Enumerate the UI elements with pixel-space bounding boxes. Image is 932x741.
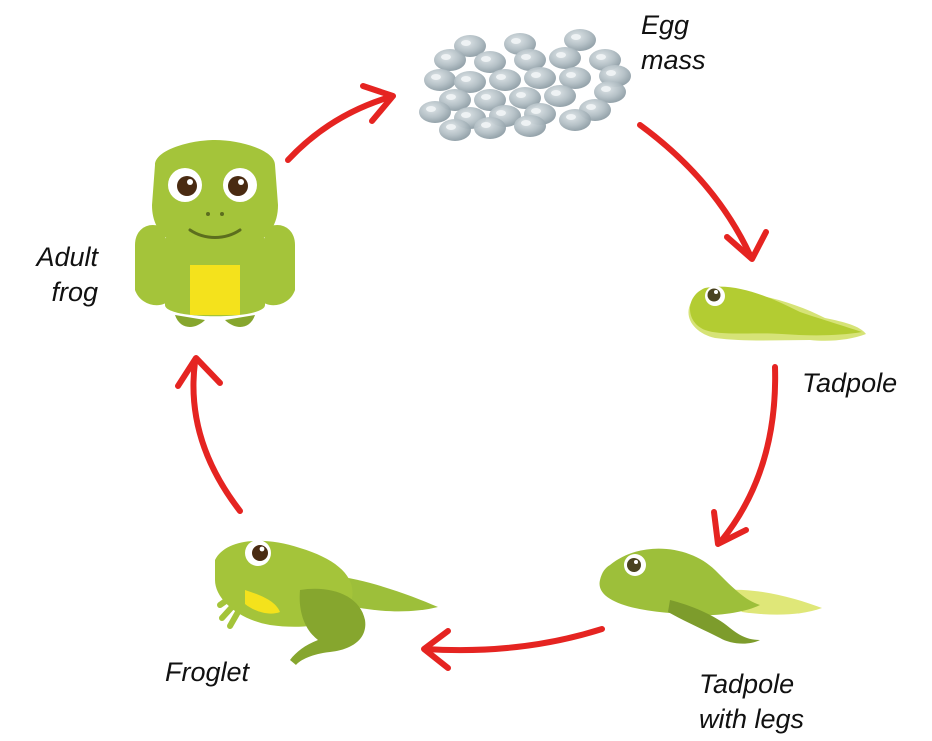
egg-highlight — [481, 56, 491, 62]
label-froglet: Froglet — [165, 655, 249, 690]
egg — [549, 47, 581, 69]
arrow-egg-to-tadpole — [640, 125, 750, 255]
egg-highlight — [521, 120, 531, 126]
egg-highlight — [511, 38, 521, 44]
egg-highlight — [531, 108, 541, 114]
egg — [474, 117, 506, 139]
arrow-tadpole-to-legs — [722, 367, 775, 540]
egg-highlight — [601, 86, 611, 92]
label-egg-mass: Egg mass — [641, 8, 706, 77]
egg-highlight — [496, 110, 506, 116]
egg-highlight — [566, 114, 576, 120]
adult-frog-icon — [135, 140, 295, 327]
label-tadpole: Tadpole — [802, 366, 897, 401]
egg-highlight — [556, 52, 566, 58]
froglet-icon — [215, 540, 438, 665]
egg-highlight — [521, 54, 531, 60]
arrow-legs-to-froglet — [425, 629, 602, 650]
egg — [419, 101, 451, 123]
egg — [439, 119, 471, 141]
egg — [524, 67, 556, 89]
egg-mass-icon — [419, 29, 631, 141]
egg-highlight — [461, 76, 471, 82]
egg-highlight — [461, 112, 471, 118]
egg-highlight — [481, 122, 491, 128]
arrow-adult-to-egg — [288, 97, 390, 160]
egg-highlight — [441, 54, 451, 60]
egg-highlight — [496, 74, 506, 80]
egg-highlight — [446, 94, 456, 100]
tadpole-icon — [688, 286, 866, 341]
arrow-head-froglet-to-adult — [178, 358, 220, 386]
egg-highlight — [461, 40, 471, 46]
egg-highlight — [606, 70, 616, 76]
arrow-froglet-to-adult — [193, 362, 240, 511]
egg-highlight — [596, 54, 606, 60]
egg-highlight — [566, 72, 576, 78]
egg-highlight — [586, 104, 596, 110]
egg-highlight — [481, 94, 491, 100]
label-adult-frog: Adult frog — [18, 240, 98, 309]
egg-highlight — [531, 72, 541, 78]
egg — [489, 69, 521, 91]
tadpole-with-legs-icon — [600, 549, 822, 644]
egg — [424, 69, 456, 91]
egg-highlight — [446, 124, 456, 130]
egg — [559, 109, 591, 131]
egg — [544, 85, 576, 107]
label-tadpole-with-legs: Tadpole with legs — [699, 667, 804, 736]
egg-highlight — [431, 74, 441, 80]
egg — [434, 49, 466, 71]
egg-highlight — [551, 90, 561, 96]
egg-highlight — [516, 92, 526, 98]
egg-highlight — [571, 34, 581, 40]
egg — [514, 115, 546, 137]
egg-highlight — [426, 106, 436, 112]
